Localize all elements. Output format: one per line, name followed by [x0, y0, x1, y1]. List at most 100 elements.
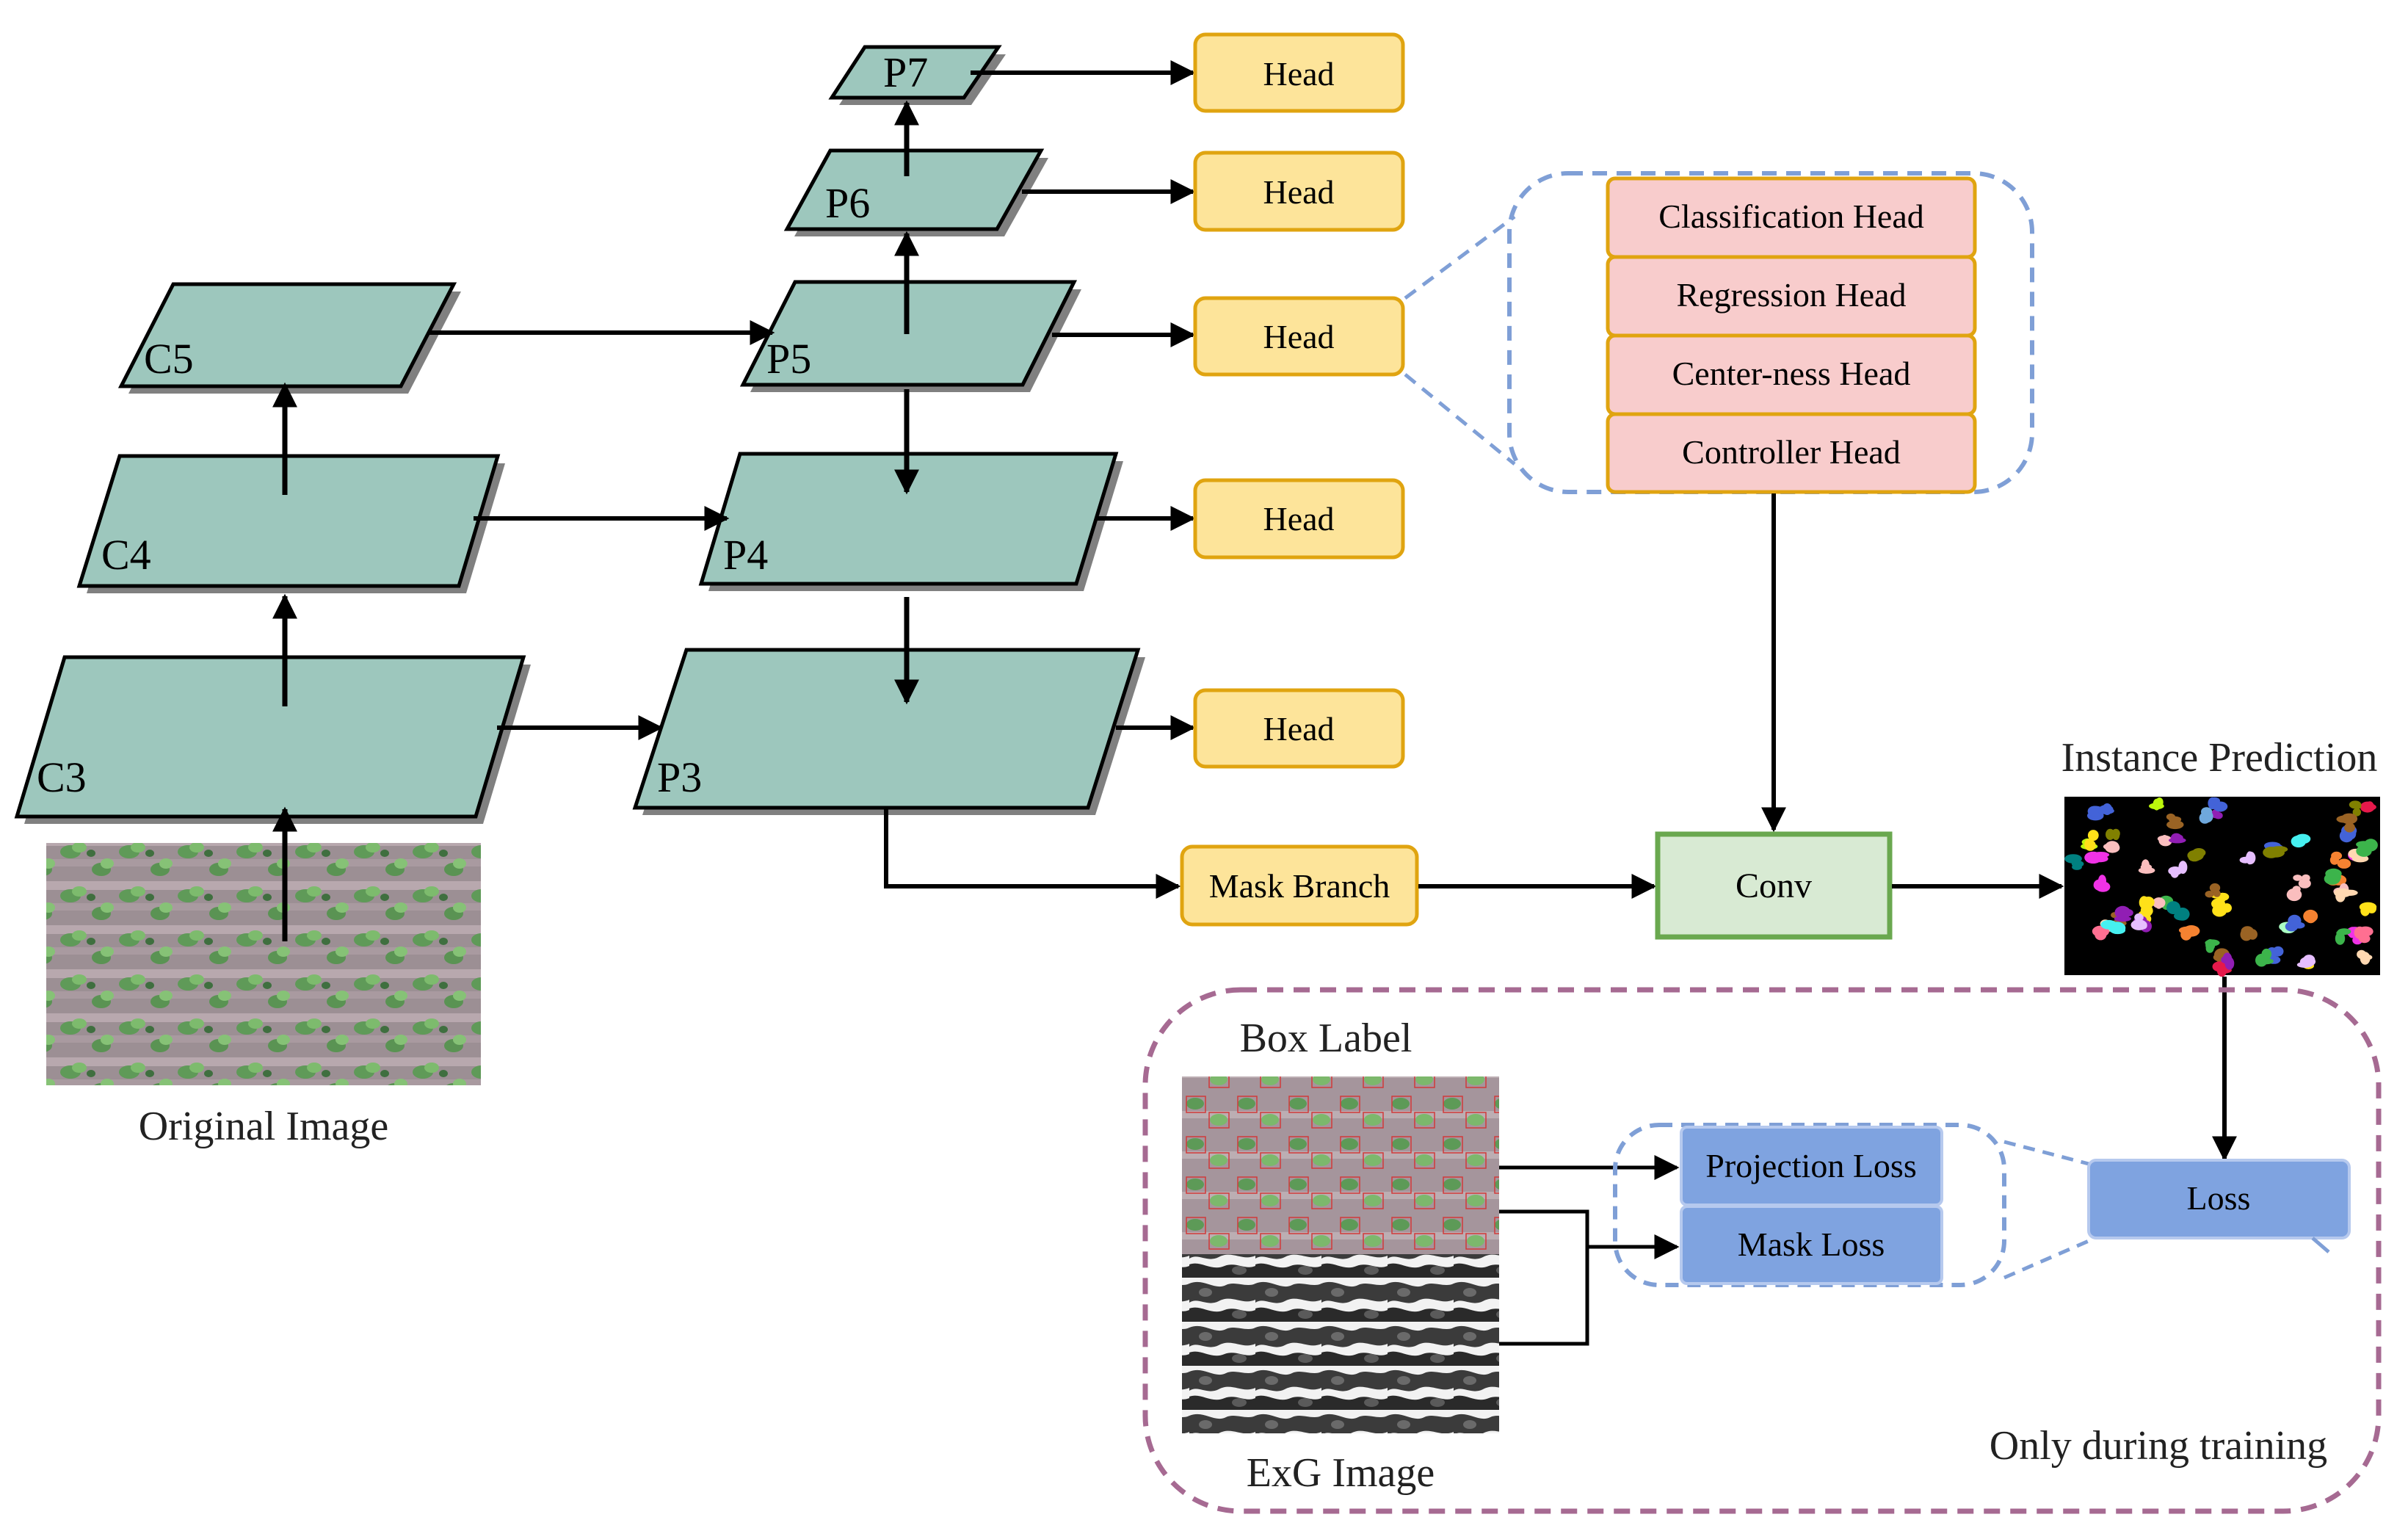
instance-blob — [2170, 834, 2183, 841]
original-image — [46, 843, 481, 1085]
feature-map-p5: P5 — [739, 280, 1081, 392]
box-label-title: Box Label — [1240, 1016, 1412, 1061]
feature-map-c4: C4 — [76, 454, 505, 593]
instance-blob — [2357, 926, 2373, 937]
instance-blob — [2205, 944, 2214, 953]
centerness-head-label: Center-ness Head — [1672, 355, 1911, 392]
instance-blob — [2352, 808, 2361, 817]
classification-head: Classification Head — [1606, 176, 1977, 259]
instance-blob — [2166, 820, 2184, 830]
instance-blob — [2097, 807, 2114, 814]
conv-block: Conv — [1655, 831, 1893, 940]
head-detail-frame — [1507, 171, 2034, 494]
p7-label: P7 — [883, 48, 928, 96]
instance-blob — [2224, 957, 2235, 970]
c4-label: C4 — [101, 531, 151, 579]
head-p3-label: Head — [1263, 710, 1334, 748]
feature-map-p4: P4 — [698, 452, 1123, 591]
training-region-frame — [1142, 987, 2382, 1514]
p6-label: P6 — [825, 179, 870, 227]
instance-blob — [2360, 801, 2375, 813]
instance-blob — [2098, 875, 2106, 887]
c3-label: C3 — [37, 753, 87, 801]
exg-image — [1182, 1254, 1499, 1433]
instance-blob — [2360, 952, 2371, 965]
mask-branch: Mask Branch — [1180, 844, 1419, 927]
box-label-image — [1182, 1076, 1499, 1254]
training-note: Only during training — [1990, 1423, 2327, 1469]
instance-blob — [2339, 829, 2354, 843]
head-p7-label: Head — [1263, 55, 1334, 93]
regression-head-label: Regression Head — [1677, 276, 1907, 314]
head-p7: Head — [1193, 32, 1405, 113]
feature-map-p3: P3 — [632, 648, 1145, 815]
feature-map-c3: C3 — [14, 655, 531, 824]
loss-label: Loss — [2187, 1179, 2251, 1217]
instance-blob — [2296, 837, 2310, 844]
instance-prediction-title: Instance Prediction — [2061, 735, 2378, 781]
mask-loss-label: Mask Loss — [1738, 1226, 1885, 1263]
instance-blob — [2288, 914, 2302, 927]
connector-box-label-to-mask-loss — [1499, 1209, 1589, 1346]
original-image-caption: Original Image — [139, 1104, 389, 1149]
c5-label: C5 — [144, 335, 194, 383]
regression-head: Regression Head — [1606, 255, 1977, 338]
instance-blob — [2288, 891, 2302, 898]
conv-label: Conv — [1736, 866, 1812, 905]
instance-blob — [2140, 904, 2153, 917]
instance-blob — [2325, 868, 2342, 879]
instance-blob — [2084, 839, 2096, 851]
loss-zoom-connector-bottom — [2003, 1239, 2089, 1280]
instance-blob — [2335, 891, 2346, 902]
instance-blob — [2130, 919, 2147, 930]
instance-blob — [2356, 844, 2372, 857]
loss-zoom-connector-top — [2003, 1140, 2089, 1166]
feature-map-c5: C5 — [117, 282, 461, 394]
zoom-connector-bottom — [1404, 373, 1516, 466]
instance-blob — [2358, 934, 2371, 944]
arrow-p3-to-mask-branch — [884, 808, 1181, 899]
head-p6-label: Head — [1263, 173, 1334, 211]
projection-loss: Projection Loss — [1680, 1126, 1943, 1206]
instance-blob — [2298, 878, 2311, 888]
mask-loss: Mask Loss — [1680, 1205, 1943, 1285]
instance-blob — [2166, 901, 2180, 914]
instance-blob — [2263, 847, 2280, 858]
instance-blob — [2114, 905, 2131, 919]
mask-branch-label: Mask Branch — [1209, 867, 1390, 905]
instance-blob — [2205, 891, 2214, 898]
instance-blob — [2087, 830, 2099, 841]
p3-label: P3 — [657, 753, 702, 801]
instance-blob — [2303, 955, 2315, 966]
instance-blob — [2201, 807, 2213, 817]
instance-blob — [2344, 822, 2355, 833]
instance-blob — [2216, 964, 2227, 977]
instance-blob — [2157, 835, 2172, 842]
instance-blob — [2191, 848, 2206, 858]
head-p4-label: Head — [1263, 500, 1334, 538]
instance-blob — [2241, 926, 2255, 938]
head-p5-label: Head — [1263, 318, 1334, 355]
zoom-connector-top — [1404, 214, 1516, 300]
instance-blob — [2329, 855, 2339, 865]
instance-blob — [2092, 852, 2110, 858]
instance-blob — [2341, 889, 2358, 897]
instance-blob — [2211, 809, 2220, 819]
instance-blob — [2209, 797, 2221, 805]
instance-blob — [2293, 875, 2302, 881]
instance-blob — [2337, 858, 2351, 869]
head-p3: Head — [1193, 688, 1405, 769]
instance-blob — [2103, 843, 2119, 850]
controller-head: Controller Head — [1606, 412, 1977, 494]
instance-blob — [2134, 913, 2144, 922]
head-p5: Head — [1193, 296, 1405, 377]
instance-blob — [2168, 866, 2183, 876]
instance-blob — [2349, 800, 2362, 809]
feature-map-p7: P7 — [828, 45, 1006, 105]
instance-blob — [2336, 930, 2346, 936]
feature-map-p6: P6 — [783, 148, 1048, 236]
head-p6: Head — [1193, 151, 1405, 232]
controller-head-label: Controller Head — [1682, 433, 1901, 471]
classification-head-label: Classification Head — [1658, 198, 1924, 235]
instance-blob — [2178, 926, 2196, 935]
